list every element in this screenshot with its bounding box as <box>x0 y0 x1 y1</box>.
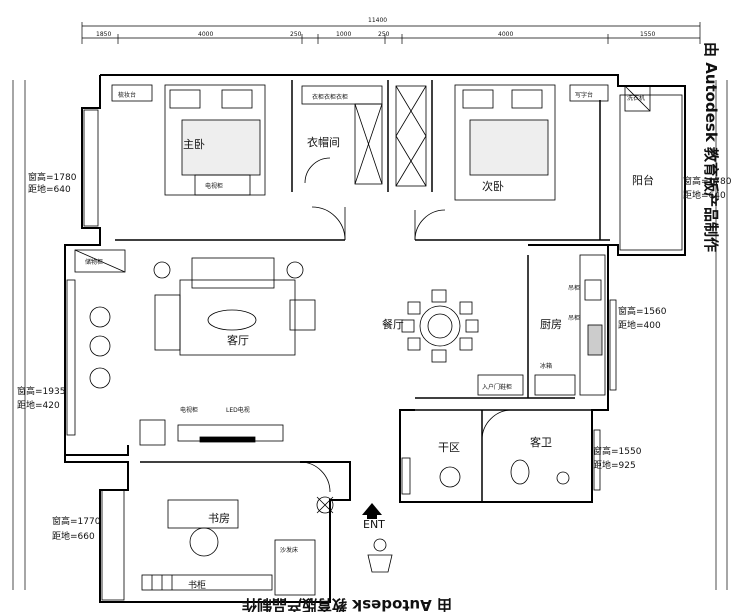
window-frames <box>66 94 683 601</box>
study-furniture <box>141 499 316 596</box>
window-6-sill: 距地=640 <box>683 189 726 201</box>
left-dimension-line <box>12 80 26 590</box>
label-study-cabinet: 书柜 <box>188 579 206 591</box>
window-4-height: 窗高=1560 <box>618 305 667 317</box>
dim-total: 11400 <box>368 17 387 24</box>
room-balcony: 阳台 <box>632 173 654 187</box>
label-tv-master: 电视柜 <box>205 182 223 190</box>
label-desk-second: 写字台 <box>575 91 593 99</box>
bathroom-fixtures <box>401 457 570 495</box>
dim-seg-2: 4000 <box>198 31 213 38</box>
window-4-sill: 距地=400 <box>618 319 661 331</box>
window-3-height: 窗高=1770 <box>52 515 101 527</box>
room-dining: 餐厅 <box>382 317 404 331</box>
room-kitchen: 厨房 <box>540 318 562 331</box>
watermark-right: 由 Autodesk 教育版产品制作 <box>702 42 720 252</box>
entrance-arrow <box>362 503 382 519</box>
label-led-tv: LED电视 <box>226 406 250 414</box>
label-tv-cabinet: 电视柜 <box>180 406 198 414</box>
dim-seg-7: 1550 <box>640 31 655 38</box>
label-wardrobe: 衣柜衣柜衣柜 <box>312 93 348 101</box>
window-3-sill: 距地=660 <box>52 530 95 542</box>
label-sofa-bed: 沙发床 <box>280 546 298 554</box>
window-2-height: 窗高=1935 <box>17 385 65 397</box>
right-dimension-line <box>715 80 728 590</box>
window-1-sill: 距地=640 <box>28 183 71 195</box>
dining-table <box>401 289 479 363</box>
room-study: 书房 <box>208 512 230 525</box>
tv-wall <box>139 419 284 446</box>
dim-seg-6: 4000 <box>498 31 513 38</box>
dim-seg-5: 250 <box>378 31 390 38</box>
dim-seg-4: 1000 <box>336 31 351 38</box>
room-master-bedroom: 主卧 <box>183 138 205 151</box>
dim-seg-3: 250 <box>290 31 302 38</box>
label-fridge: 冰箱 <box>540 362 552 370</box>
label-kitchen-2: 吊柜 <box>568 314 580 322</box>
cloakroom-wardrobe <box>301 85 427 187</box>
window-1-height: 窗高=1780 <box>28 171 77 183</box>
room-guest-bath: 客卫 <box>530 435 552 449</box>
window-6-height: 窗高=1780 <box>683 175 732 187</box>
entrance-label: ENT <box>363 518 385 531</box>
entry-person <box>367 538 393 573</box>
master-bed <box>111 84 266 196</box>
room-second-bedroom: 次卧 <box>482 179 504 193</box>
label-sideboard: 储物柜 <box>85 258 103 266</box>
plant <box>316 496 334 514</box>
label-desk-master: 梳妆台 <box>118 91 136 99</box>
top-dimension-line <box>81 22 701 44</box>
room-living-room: 客厅 <box>227 333 249 347</box>
label-kitchen-1: 吊柜 <box>568 284 580 292</box>
living-room-furniture <box>74 249 316 389</box>
dim-seg-1: 1850 <box>96 31 111 38</box>
label-shoe-cabinet: 入户门鞋柜 <box>482 383 512 391</box>
watermark-bottom: 由 Autodesk 教育版产品制作 <box>242 596 452 612</box>
window-5-sill: 距地=925 <box>593 459 636 471</box>
room-dry-area: 干区 <box>438 441 460 454</box>
interior-walls <box>115 80 610 502</box>
second-bed <box>454 84 651 201</box>
label-laundry: 洗衣机 <box>627 94 645 102</box>
window-5-height: 窗高=1550 <box>593 445 642 457</box>
exterior-walls <box>64 74 686 603</box>
window-2-sill: 距地=420 <box>17 399 60 411</box>
kitchen-counters <box>477 254 606 396</box>
door-arcs <box>299 157 513 493</box>
room-cloakroom: 衣帽间 <box>307 135 340 149</box>
